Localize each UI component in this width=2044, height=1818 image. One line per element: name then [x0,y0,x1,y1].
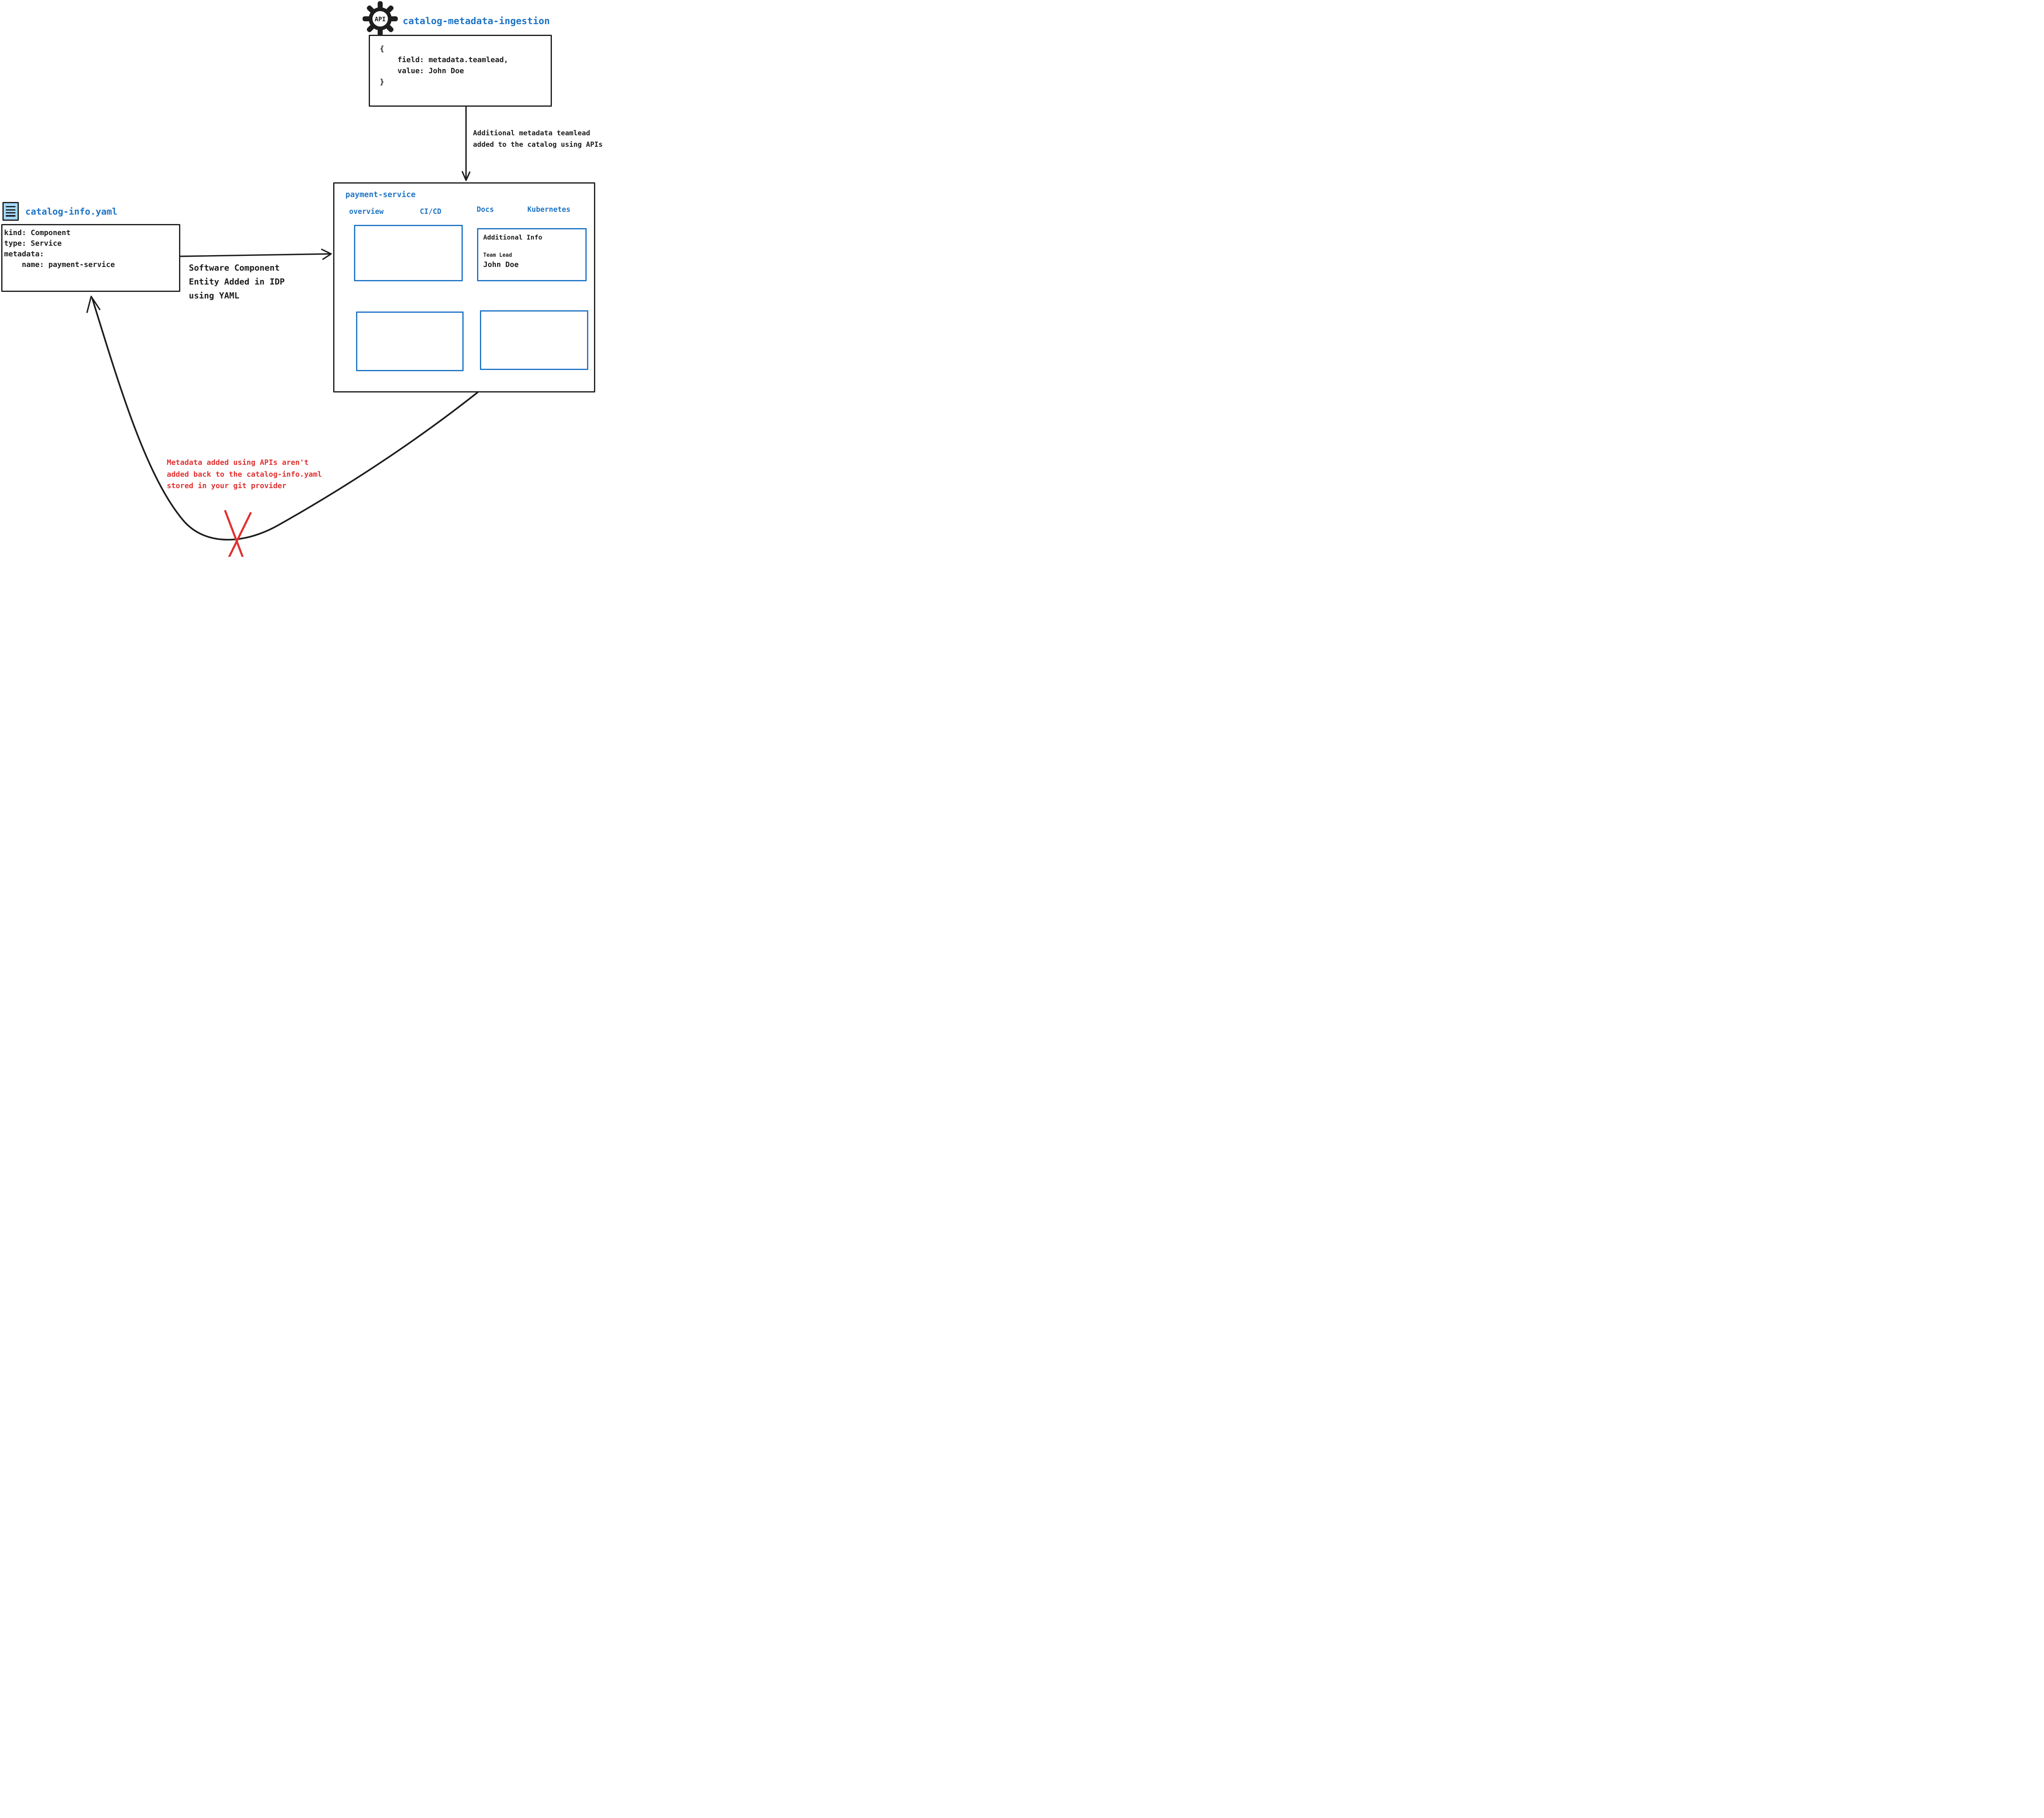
team-lead-label: Team Lead [483,252,512,258]
yaml-content-code: kind: Component type: Service metadata: … [4,229,115,269]
api-payload-code: { field: metadata.teamlead, value: John … [380,45,509,86]
yaml-file-icon [2,202,19,221]
payment-service-title: payment-service [345,190,416,199]
panel-additional-info: Additional Info Team Lead John Doe [477,228,587,281]
tab-overview[interactable]: overview [349,208,384,216]
team-lead-value: John Doe [483,260,519,269]
tab-cicd[interactable]: CI/CD [420,208,442,216]
yaml-file-title: catalog-info.yaml [25,207,118,217]
return-flow-note: Metadata added using APIs aren't added b… [167,458,322,490]
api-gear-icon: API [362,1,398,37]
additional-info-heading: Additional Info [483,233,542,241]
blocked-x-icon [224,510,252,557]
tab-kubernetes[interactable]: Kubernetes [527,206,571,214]
api-gear-icon-label: API [374,16,385,23]
diagram-canvas: API catalog-metadata-ingestion { field: … [0,0,632,557]
panel-bottom-right-empty [480,310,588,370]
arrow-yaml-to-idp [180,249,332,260]
arrow-api-to-idp [462,106,471,181]
yaml-content-box [1,224,180,292]
api-payload-box [369,35,552,107]
api-ingestion-title: catalog-metadata-ingestion [403,16,550,27]
api-arrow-label: Additional metadata teamlead added to th… [473,129,603,149]
yaml-arrow-label: Software Component Entity Added in IDP u… [189,263,285,300]
panel-bottom-left-empty [356,312,464,371]
panel-overview-empty [354,225,463,281]
tab-docs[interactable]: Docs [477,206,494,214]
